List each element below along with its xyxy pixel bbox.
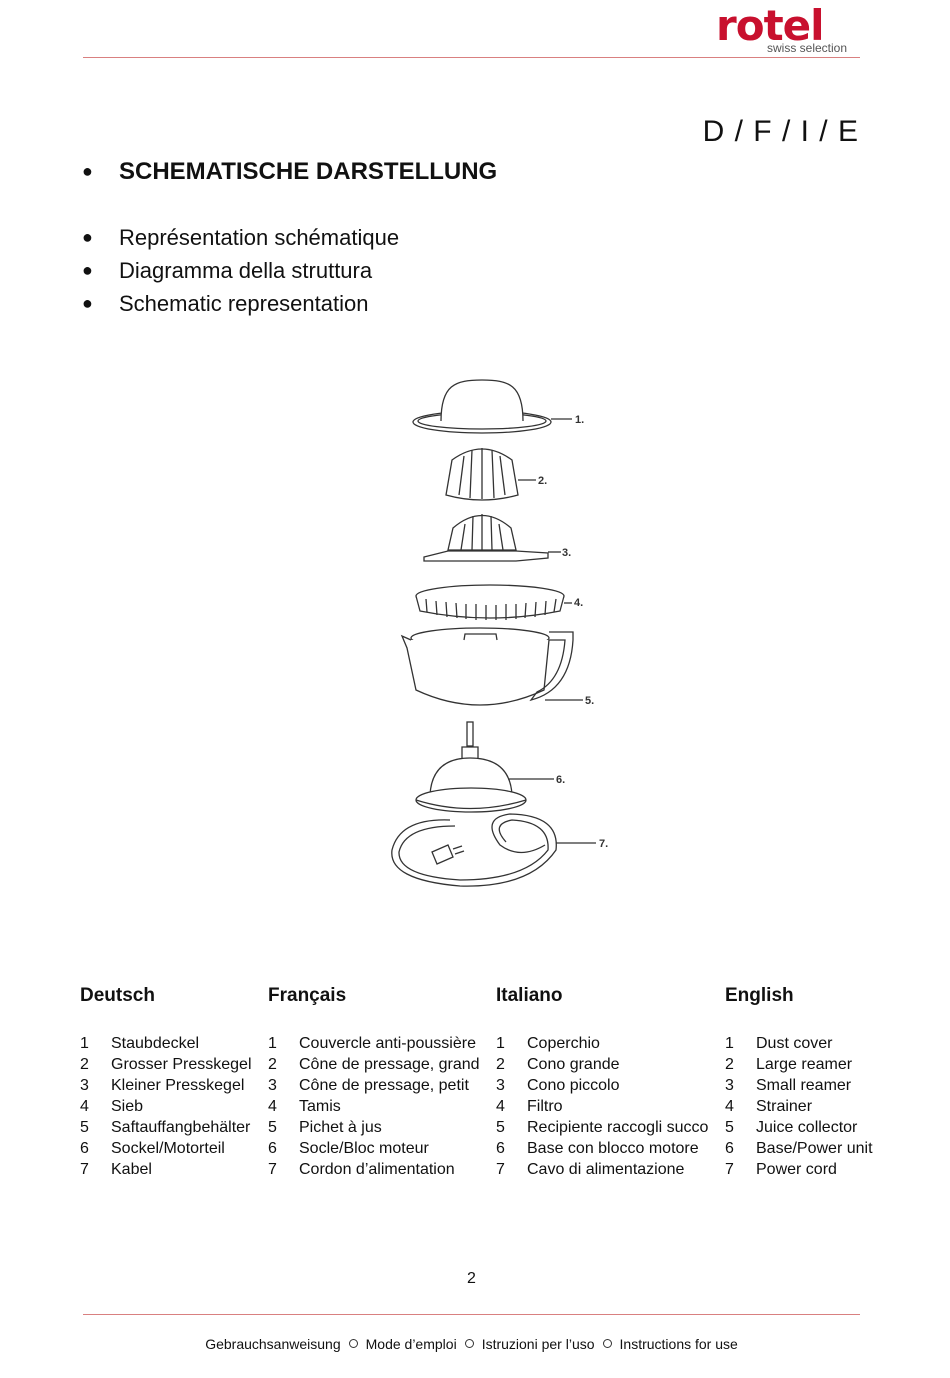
bullet-icon: ●: [82, 293, 93, 313]
page-number: 2: [467, 1270, 476, 1287]
diagram-label-6: 6.: [556, 774, 565, 786]
diagram-label-1: 1.: [575, 414, 584, 426]
diagram-label-4: 4.: [574, 597, 583, 609]
power-cord-part: [391, 813, 596, 887]
brand-logo: rotel: [716, 1, 825, 50]
column-title: Deutsch: [80, 985, 155, 1006]
circle-separator-icon: [464, 1339, 474, 1348]
circle-separator-icon: [348, 1339, 358, 1348]
base-power-unit-part: [415, 721, 554, 813]
small-reamer-part: [423, 514, 561, 562]
strainer-part: [415, 584, 572, 620]
juice-collector-part: [400, 627, 583, 706]
diagram-label-3: 3.: [562, 547, 571, 559]
footer-item-fr: Mode d’emploi: [365, 1336, 457, 1352]
juicer-exploded-diagram: 1. 2. 3. 4. 5. 6. 7.: [391, 379, 608, 887]
subheading-fr: ●Représentation schématique: [82, 225, 400, 250]
header-divider: [83, 57, 860, 58]
bullet-icon: ●: [82, 260, 93, 280]
diagram-label-7: 7.: [599, 838, 608, 850]
footer-divider: [83, 1314, 860, 1315]
brand-tagline: swiss selection: [767, 41, 848, 55]
bullet-icon: ●: [82, 161, 93, 181]
dust-cover-part: [412, 379, 572, 434]
footer-item-de: Gebrauchsanweisung: [205, 1336, 341, 1352]
footer-item-it: Istruzioni per l’uso: [481, 1336, 595, 1352]
subheading-it: ●Diagramma della struttura: [82, 258, 373, 283]
subheading-en: ●Schematic representation: [82, 291, 369, 316]
section-heading: ●SCHEMATISCHE DARSTELLUNG: [82, 158, 498, 185]
footer: Gebrauchsanweisung Mode d’emploi Istruzion…: [0, 1336, 943, 1352]
bullet-icon: ●: [82, 227, 93, 247]
circle-separator-icon: [602, 1339, 612, 1348]
language-codes: D / F / I / E: [702, 115, 859, 148]
diagram-label-2: 2.: [538, 475, 547, 487]
footer-item-en: Instructions for use: [619, 1336, 738, 1352]
column-title: Français: [268, 985, 347, 1006]
large-reamer-part: [445, 448, 536, 501]
column-title: English: [725, 985, 794, 1006]
diagram-label-5: 5.: [585, 695, 594, 707]
column-title: Italiano: [496, 985, 563, 1006]
